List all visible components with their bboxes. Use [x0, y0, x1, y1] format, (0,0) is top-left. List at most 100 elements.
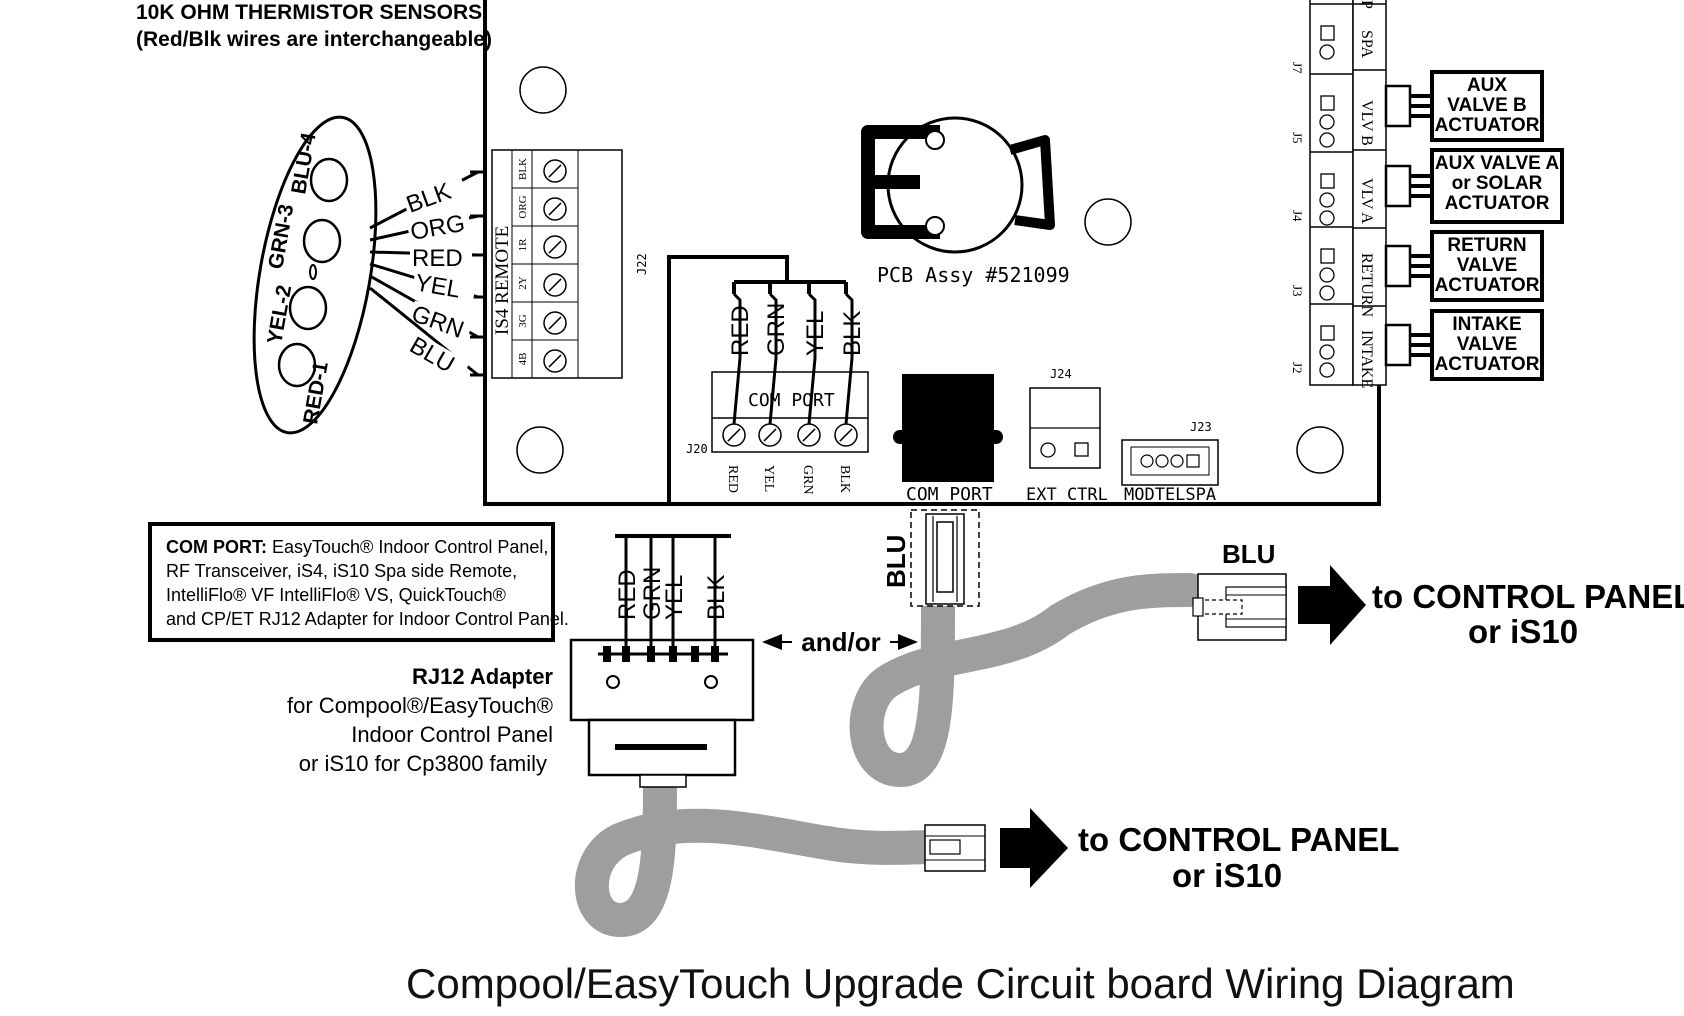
header-pin-square: [1320, 25, 1335, 41]
actuator-box: [1430, 70, 1544, 142]
j20-pin-label: RED: [725, 465, 740, 493]
header-pin-round: [1319, 285, 1335, 301]
j20-screw-slot: [763, 428, 777, 442]
actuator-plug: [1384, 323, 1412, 367]
com-wire-label: GRN: [763, 303, 790, 356]
rj12-heading: RJ12 Adapter: [412, 664, 553, 689]
com-wire-label: YEL: [802, 311, 829, 356]
thermistor-header-line2: (Red/Blk wires are interchangeable): [136, 28, 492, 51]
adapter-wire-label: GRN: [639, 567, 666, 620]
mounting-hole: [516, 426, 564, 474]
thermistor-connector: [252, 115, 378, 435]
j20-terminal-block: [711, 371, 869, 453]
thermistor-label-bg: [401, 173, 468, 218]
com-wire-label: RED: [727, 305, 754, 356]
upper-cable: [849, 573, 1207, 788]
rj12-adapter: [569, 638, 755, 788]
actuator-label: AUX VALVE A: [1435, 153, 1559, 174]
j22-screw-slot: [548, 354, 562, 368]
j24-label: EXT CTRL: [1026, 485, 1108, 505]
actuator-box: [1430, 309, 1544, 381]
thermistor-wire-label: YEL: [413, 269, 462, 303]
com-port-note-line1: COM PORT: EasyTouch® Indoor Control Pane…: [166, 537, 548, 557]
right-rj-plug: [1192, 573, 1287, 641]
actuator-label: ACTUATOR: [1445, 193, 1550, 214]
com-port-note-line4: and CP/ET RJ12 Adapter for Indoor Contro…: [166, 609, 569, 629]
lower-cable: [574, 761, 952, 938]
actuator-label: ACTUATOR: [1435, 354, 1540, 375]
j22-id-label: J22: [635, 253, 649, 275]
j22-screw-slot: [548, 202, 562, 216]
arrow-lower: [1000, 808, 1068, 888]
com-port-note-line2: RF Transceiver, iS4, iS10 Spa side Remot…: [166, 561, 517, 581]
rj12-line3: or iS10 for Cp3800 family: [299, 751, 547, 776]
actuator-label: or SOLAR: [1452, 173, 1543, 194]
j20-pin-label: BLK: [837, 465, 852, 493]
thermistor-label-bg: [404, 331, 470, 384]
header-port-name: SPA: [1358, 30, 1375, 58]
j23-connector: [1121, 439, 1219, 486]
thermistor-label-bg: [411, 269, 477, 305]
adapter-wire-label: YEL: [661, 575, 688, 620]
j22-pin-label: ORG: [517, 195, 529, 218]
header-port-name: VLV B: [1358, 100, 1375, 146]
upper-rj-plug: [910, 509, 980, 607]
com-port-note-line3: IntelliFlo® VF IntelliFlo® VS, QuickTouc…: [166, 585, 506, 605]
battery-holder: [861, 116, 1055, 254]
header-port-name: INTAKE: [1358, 330, 1375, 388]
com-wire: [844, 292, 854, 425]
header-pin-round: [1319, 210, 1335, 226]
j22-pin-label: 4B: [517, 353, 529, 366]
thermistor-wire-label: RED: [412, 245, 463, 272]
actuator-plug: [1384, 84, 1412, 128]
j22-screw-slot: [548, 164, 562, 178]
header-pin-round: [1319, 114, 1335, 130]
j22-screw-slot: [548, 278, 562, 292]
header-port-id: J7: [1290, 62, 1305, 74]
lower-rj-plug: [924, 824, 986, 872]
actuator-label: VALVE: [1457, 334, 1518, 355]
j22-pin-label: BLK: [517, 158, 529, 180]
mounting-hole: [519, 66, 567, 114]
header-port-id: J5: [1290, 132, 1305, 144]
andor-label: and/or: [801, 627, 880, 657]
com-wire: [807, 292, 817, 425]
thermistor-label-bg: [410, 246, 472, 270]
header-port-id: J4: [1290, 210, 1305, 222]
header-pin-round: [1319, 362, 1335, 378]
thermistor-label-bg: [406, 209, 472, 245]
rj-com-port-label: COM PORT: [906, 484, 993, 505]
header-pin-round: [1319, 344, 1335, 360]
com-bus-wire: [667, 255, 789, 505]
header-port-id: J3: [1290, 285, 1305, 297]
mounting-hole: [1296, 426, 1344, 474]
actuator-label: ACTUATOR: [1435, 115, 1540, 136]
com-wire: [768, 292, 778, 425]
header-pin-square: [1320, 248, 1335, 264]
j22-block-name: IS4 REMOTE: [492, 226, 513, 335]
actuator-plug: [1384, 164, 1412, 208]
header-top-partial: P: [1358, 0, 1375, 9]
j23-id-label: J23: [1190, 420, 1212, 434]
j20-screw-slot: [727, 428, 741, 442]
j22-pin-label: 2Y: [517, 276, 529, 290]
actuator-box: [1430, 148, 1564, 224]
j20-pin-label: YEL: [761, 465, 776, 492]
actuator-label: RETURN: [1447, 235, 1526, 256]
arrow-upper-line2: or iS10: [1468, 613, 1578, 650]
header-pin-square: [1320, 173, 1335, 189]
andor-arrow: [762, 624, 918, 658]
pcb-assy-label: PCB Assy #521099: [877, 263, 1070, 287]
thermistor-label-bg: [406, 300, 474, 345]
header-port-id: J2: [1290, 362, 1305, 374]
valve-header-strip: [1309, 0, 1387, 386]
adapter-wire-label: BLK: [703, 575, 730, 620]
actuator-plug: [1384, 244, 1412, 288]
actuator-label: ACTUATOR: [1435, 275, 1540, 296]
actuator-label: VALVE B: [1447, 95, 1527, 116]
j20-id-label: J20: [686, 442, 708, 456]
blu-label-right: BLU: [1222, 539, 1275, 569]
j22-pin-label: 3G: [517, 314, 529, 328]
j23-label: MODTELSPA: [1124, 485, 1216, 505]
